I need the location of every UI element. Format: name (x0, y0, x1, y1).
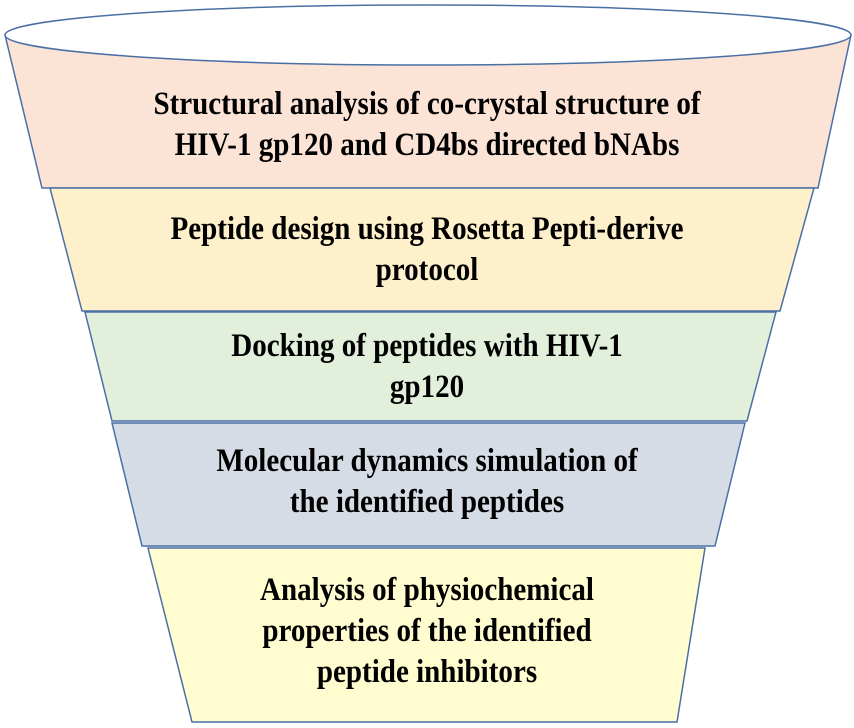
stage-2-line-1: Peptide design using Rosetta Pepti-deriv… (170, 211, 684, 247)
stage-3-line-1: Docking of peptides with HIV-1 (231, 328, 623, 364)
stage-5-line-2: properties of the identified (262, 613, 592, 649)
funnel-stage-4-shape (111, 422, 746, 547)
funnel-stage-4-label: Molecular dynamics simulation of the ide… (51, 441, 803, 523)
stage-2-line-2: protocol (375, 252, 479, 288)
stage-1-line-1: Structural analysis of co-crystal struct… (153, 86, 701, 122)
funnel-stage-1-label: Structural analysis of co-crystal struct… (51, 84, 803, 166)
stage-4-line-2: the identified peptides (289, 484, 565, 520)
stage-1-line-2: HIV-1 gp120 and CD4bs directed bNAbs (174, 127, 680, 163)
stage-4-line-1: Molecular dynamics simulation of (216, 443, 638, 479)
funnel-stage-5-label: Analysis of physiochemical properties of… (51, 570, 803, 693)
stage-3-line-2: gp120 (389, 369, 465, 405)
stage-5-line-3: peptide inhibitors (316, 654, 538, 690)
stage-5-line-1: Analysis of physiochemical (259, 572, 594, 608)
funnel-stage-2-shape (49, 187, 815, 312)
funnel-stage-3-shape (84, 311, 777, 422)
funnel-stage-5-shape (147, 547, 706, 723)
funnel-stage-3-label: Docking of peptides with HIV-1 gp120 (51, 326, 803, 408)
funnel-stage-2-label: Peptide design using Rosetta Pepti-deriv… (51, 209, 803, 291)
funnel-rim-ellipse (4, 4, 852, 66)
